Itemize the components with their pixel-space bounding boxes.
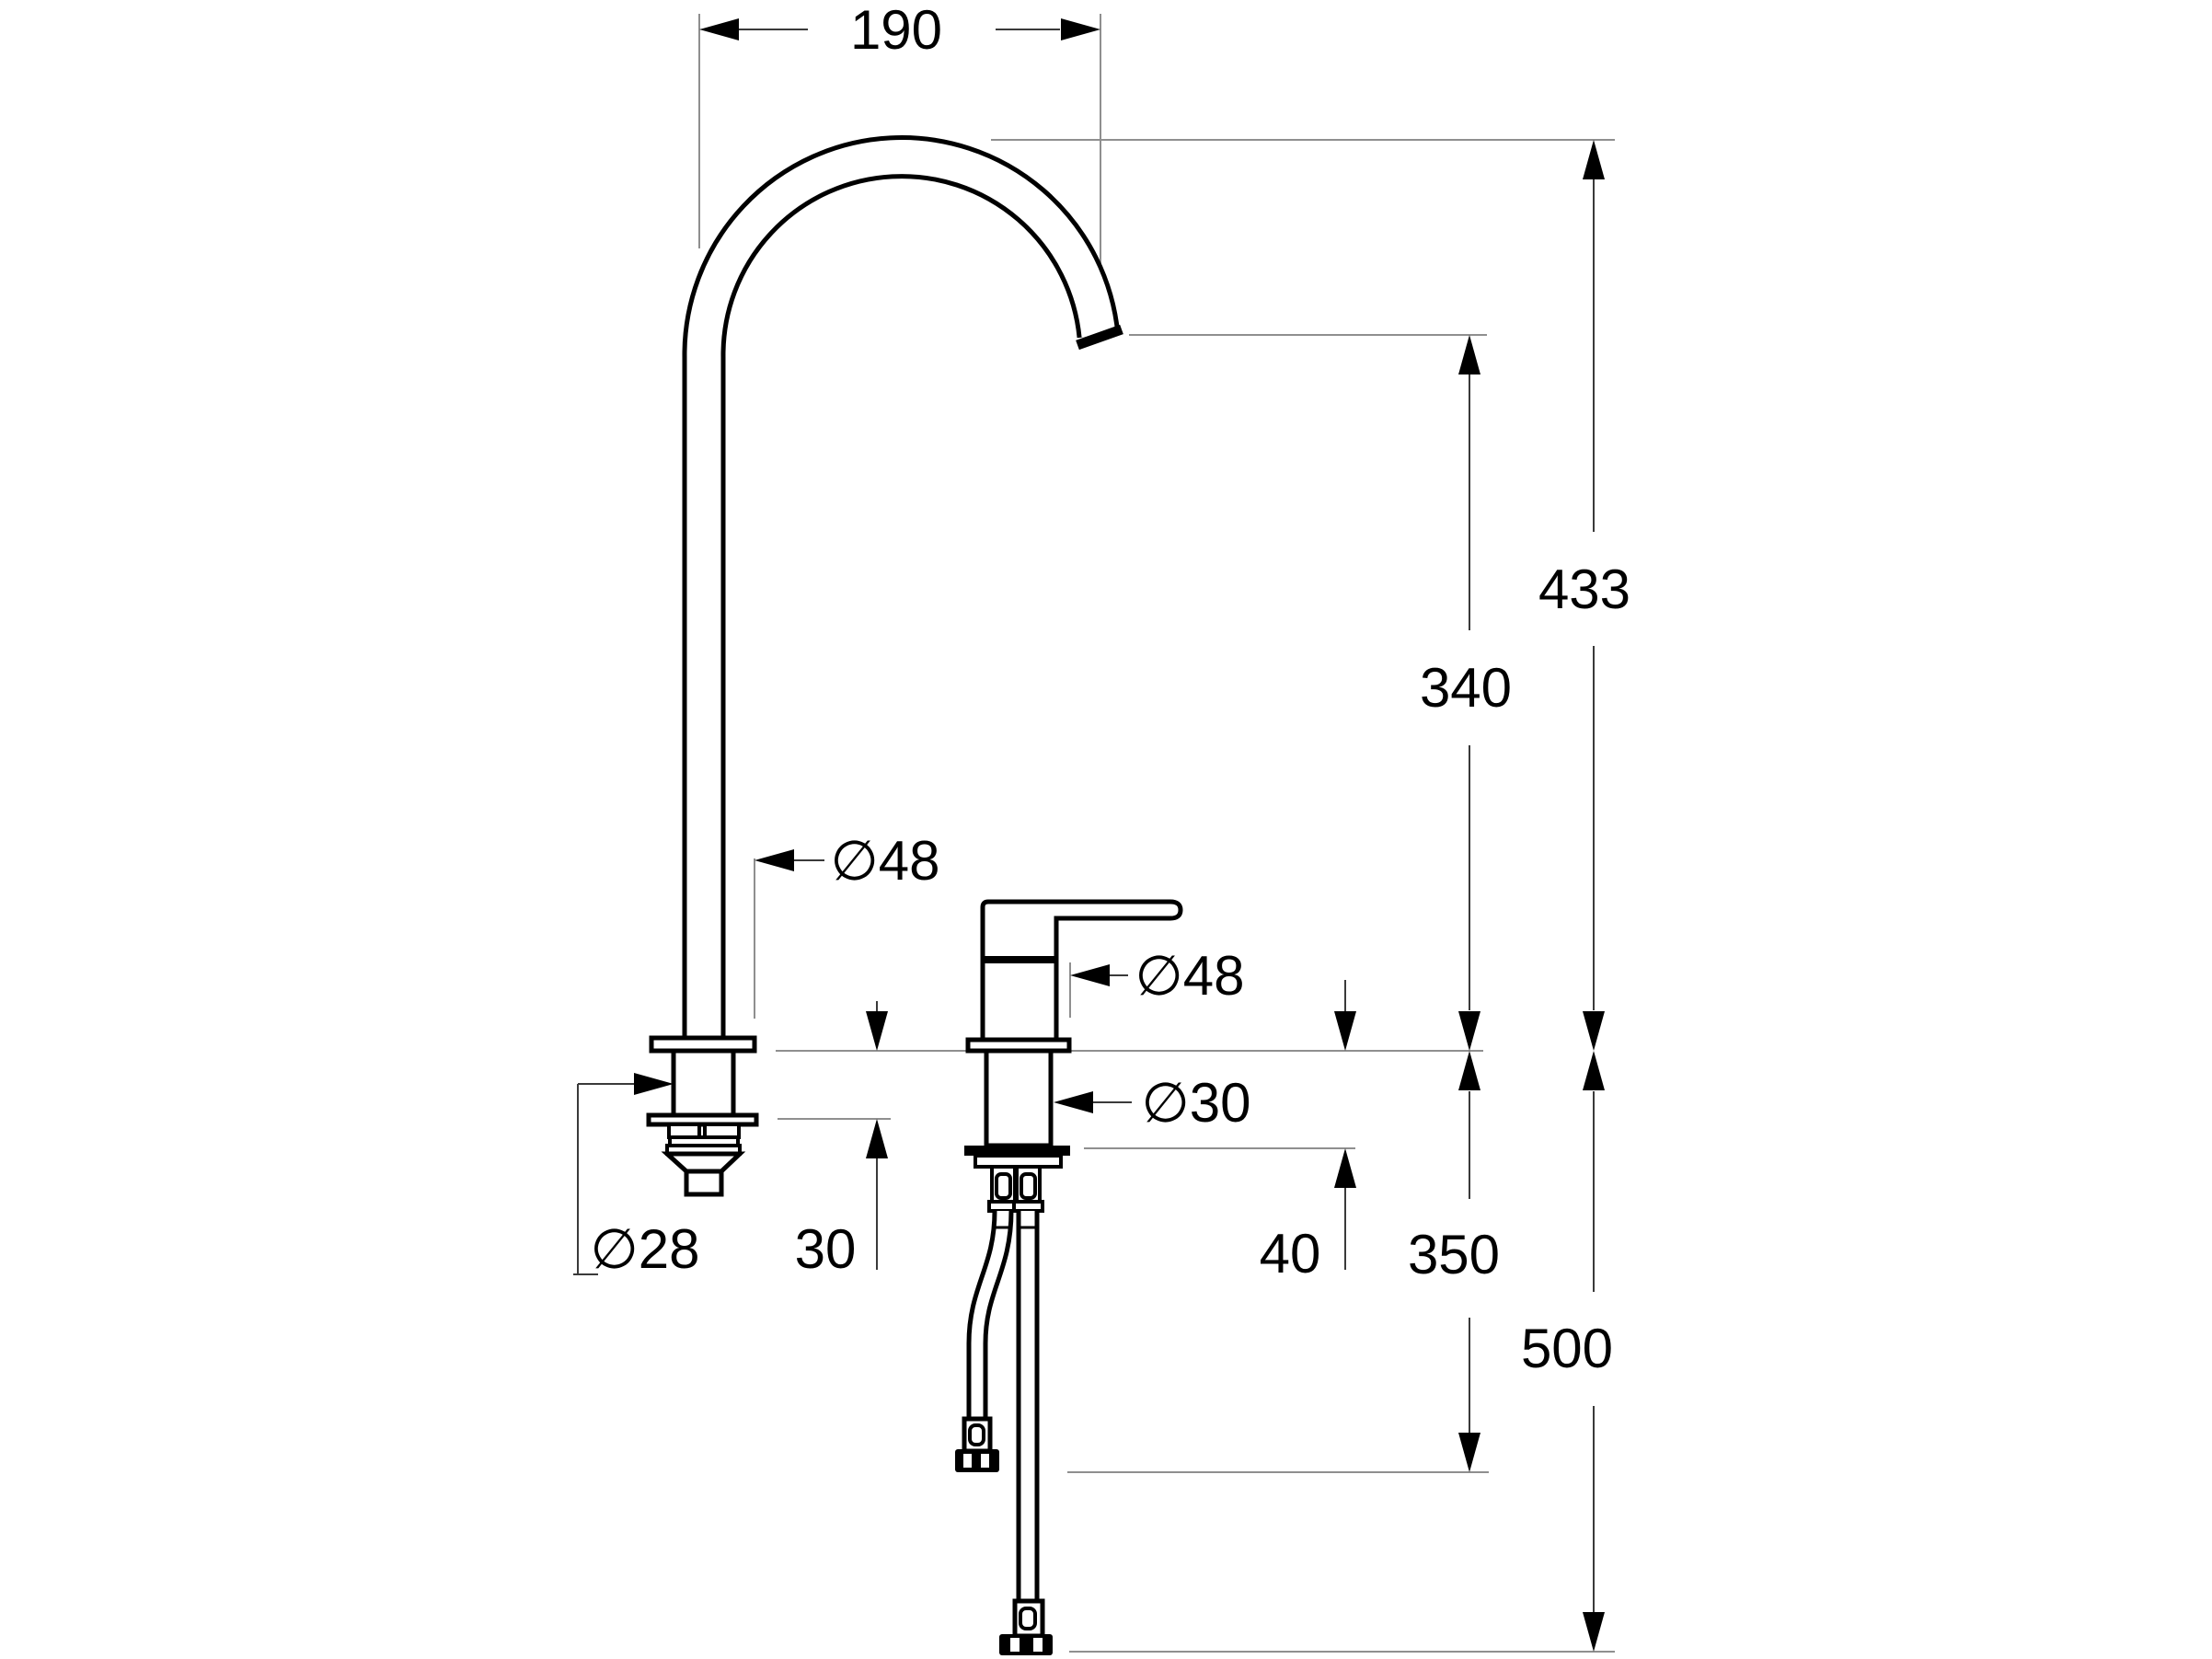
hose-short-nut-flat — [981, 1454, 989, 1468]
arrow-up-icon — [1458, 1051, 1480, 1090]
label-spout-shank-dia: ∅28 — [590, 1218, 699, 1280]
arrow-up-icon — [866, 1119, 888, 1158]
spout-unit — [646, 135, 1123, 1197]
label-deck-thickness: 30 — [795, 1218, 857, 1280]
label-hose-short: 350 — [1408, 1224, 1500, 1285]
arrow-right-icon — [634, 1073, 674, 1095]
label-mixer-flange-dia: ∅48 — [1135, 945, 1244, 1007]
spout-outlet-face — [1076, 324, 1123, 351]
hose-short-nut-flat — [963, 1454, 972, 1468]
label-height-outlet: 340 — [1420, 657, 1512, 719]
spout-shank — [671, 1048, 736, 1118]
arrow-up-icon — [1458, 335, 1480, 374]
arrow-left-icon — [699, 18, 739, 40]
hose-crimp-right — [1012, 1200, 1044, 1213]
hose-long-nut — [999, 1634, 1053, 1655]
arrow-down-icon — [1334, 1011, 1356, 1051]
mixer-body-and-lever — [980, 899, 1183, 1043]
dimension-lines — [573, 29, 1595, 1612]
dimension-labels: 190 433 340 350 500 40 30 ∅28 ∅48 ∅48 ∅3… — [590, 0, 1630, 1379]
hose-long-nut-flat — [1033, 1638, 1043, 1652]
arrow-down-icon — [1583, 1011, 1605, 1051]
arrow-down-icon — [1458, 1011, 1480, 1051]
mixer-mounting-plate — [964, 1146, 1070, 1156]
spout-nut-taper — [661, 1151, 746, 1174]
hose-long-nut-flat — [1010, 1638, 1020, 1652]
spout-clamp-right — [703, 1123, 741, 1139]
hose-long-collar-eye — [1019, 1607, 1037, 1630]
spout-washer — [646, 1112, 759, 1127]
arrow-up-icon — [1583, 140, 1605, 179]
arrow-up-icon — [1583, 1051, 1605, 1090]
spout-tube-fill — [686, 140, 1116, 1040]
mixer-unit — [955, 899, 1183, 1655]
spout-inlet-stub — [684, 1169, 724, 1197]
label-hose-long: 500 — [1521, 1318, 1613, 1379]
dimension-arrows — [634, 18, 1605, 1652]
arrow-down-icon — [1458, 1433, 1480, 1472]
label-mixer-shank-dia: ∅30 — [1141, 1072, 1250, 1134]
hose-fitting-left-eye — [995, 1172, 1012, 1200]
arrow-down-icon — [1583, 1612, 1605, 1652]
label-spout-flange-dia: ∅48 — [830, 830, 939, 892]
arrow-left-icon — [755, 849, 794, 871]
leader-spout-shank-dia — [573, 1083, 635, 1275]
hose-short-collar-eye — [968, 1423, 985, 1446]
mixer-cartridge-band — [981, 956, 1058, 963]
arrow-left-icon — [1054, 1091, 1093, 1113]
arrow-down-icon — [866, 1011, 888, 1051]
arrow-up-icon — [1334, 1148, 1356, 1188]
hose-short-nut — [955, 1449, 999, 1472]
arrow-left-icon — [1070, 964, 1110, 986]
label-height-total: 433 — [1538, 559, 1630, 620]
mixer-shank — [984, 1048, 1054, 1148]
arrow-right-icon — [1061, 18, 1100, 40]
hose-short-fill — [971, 1210, 1009, 1421]
hose-fitting-right-eye — [1020, 1172, 1037, 1200]
label-undercounter-depth: 40 — [1260, 1223, 1321, 1285]
spout-clamp-left — [667, 1123, 701, 1139]
reference-lines — [698, 14, 1615, 1653]
label-spout-reach: 190 — [850, 0, 942, 61]
